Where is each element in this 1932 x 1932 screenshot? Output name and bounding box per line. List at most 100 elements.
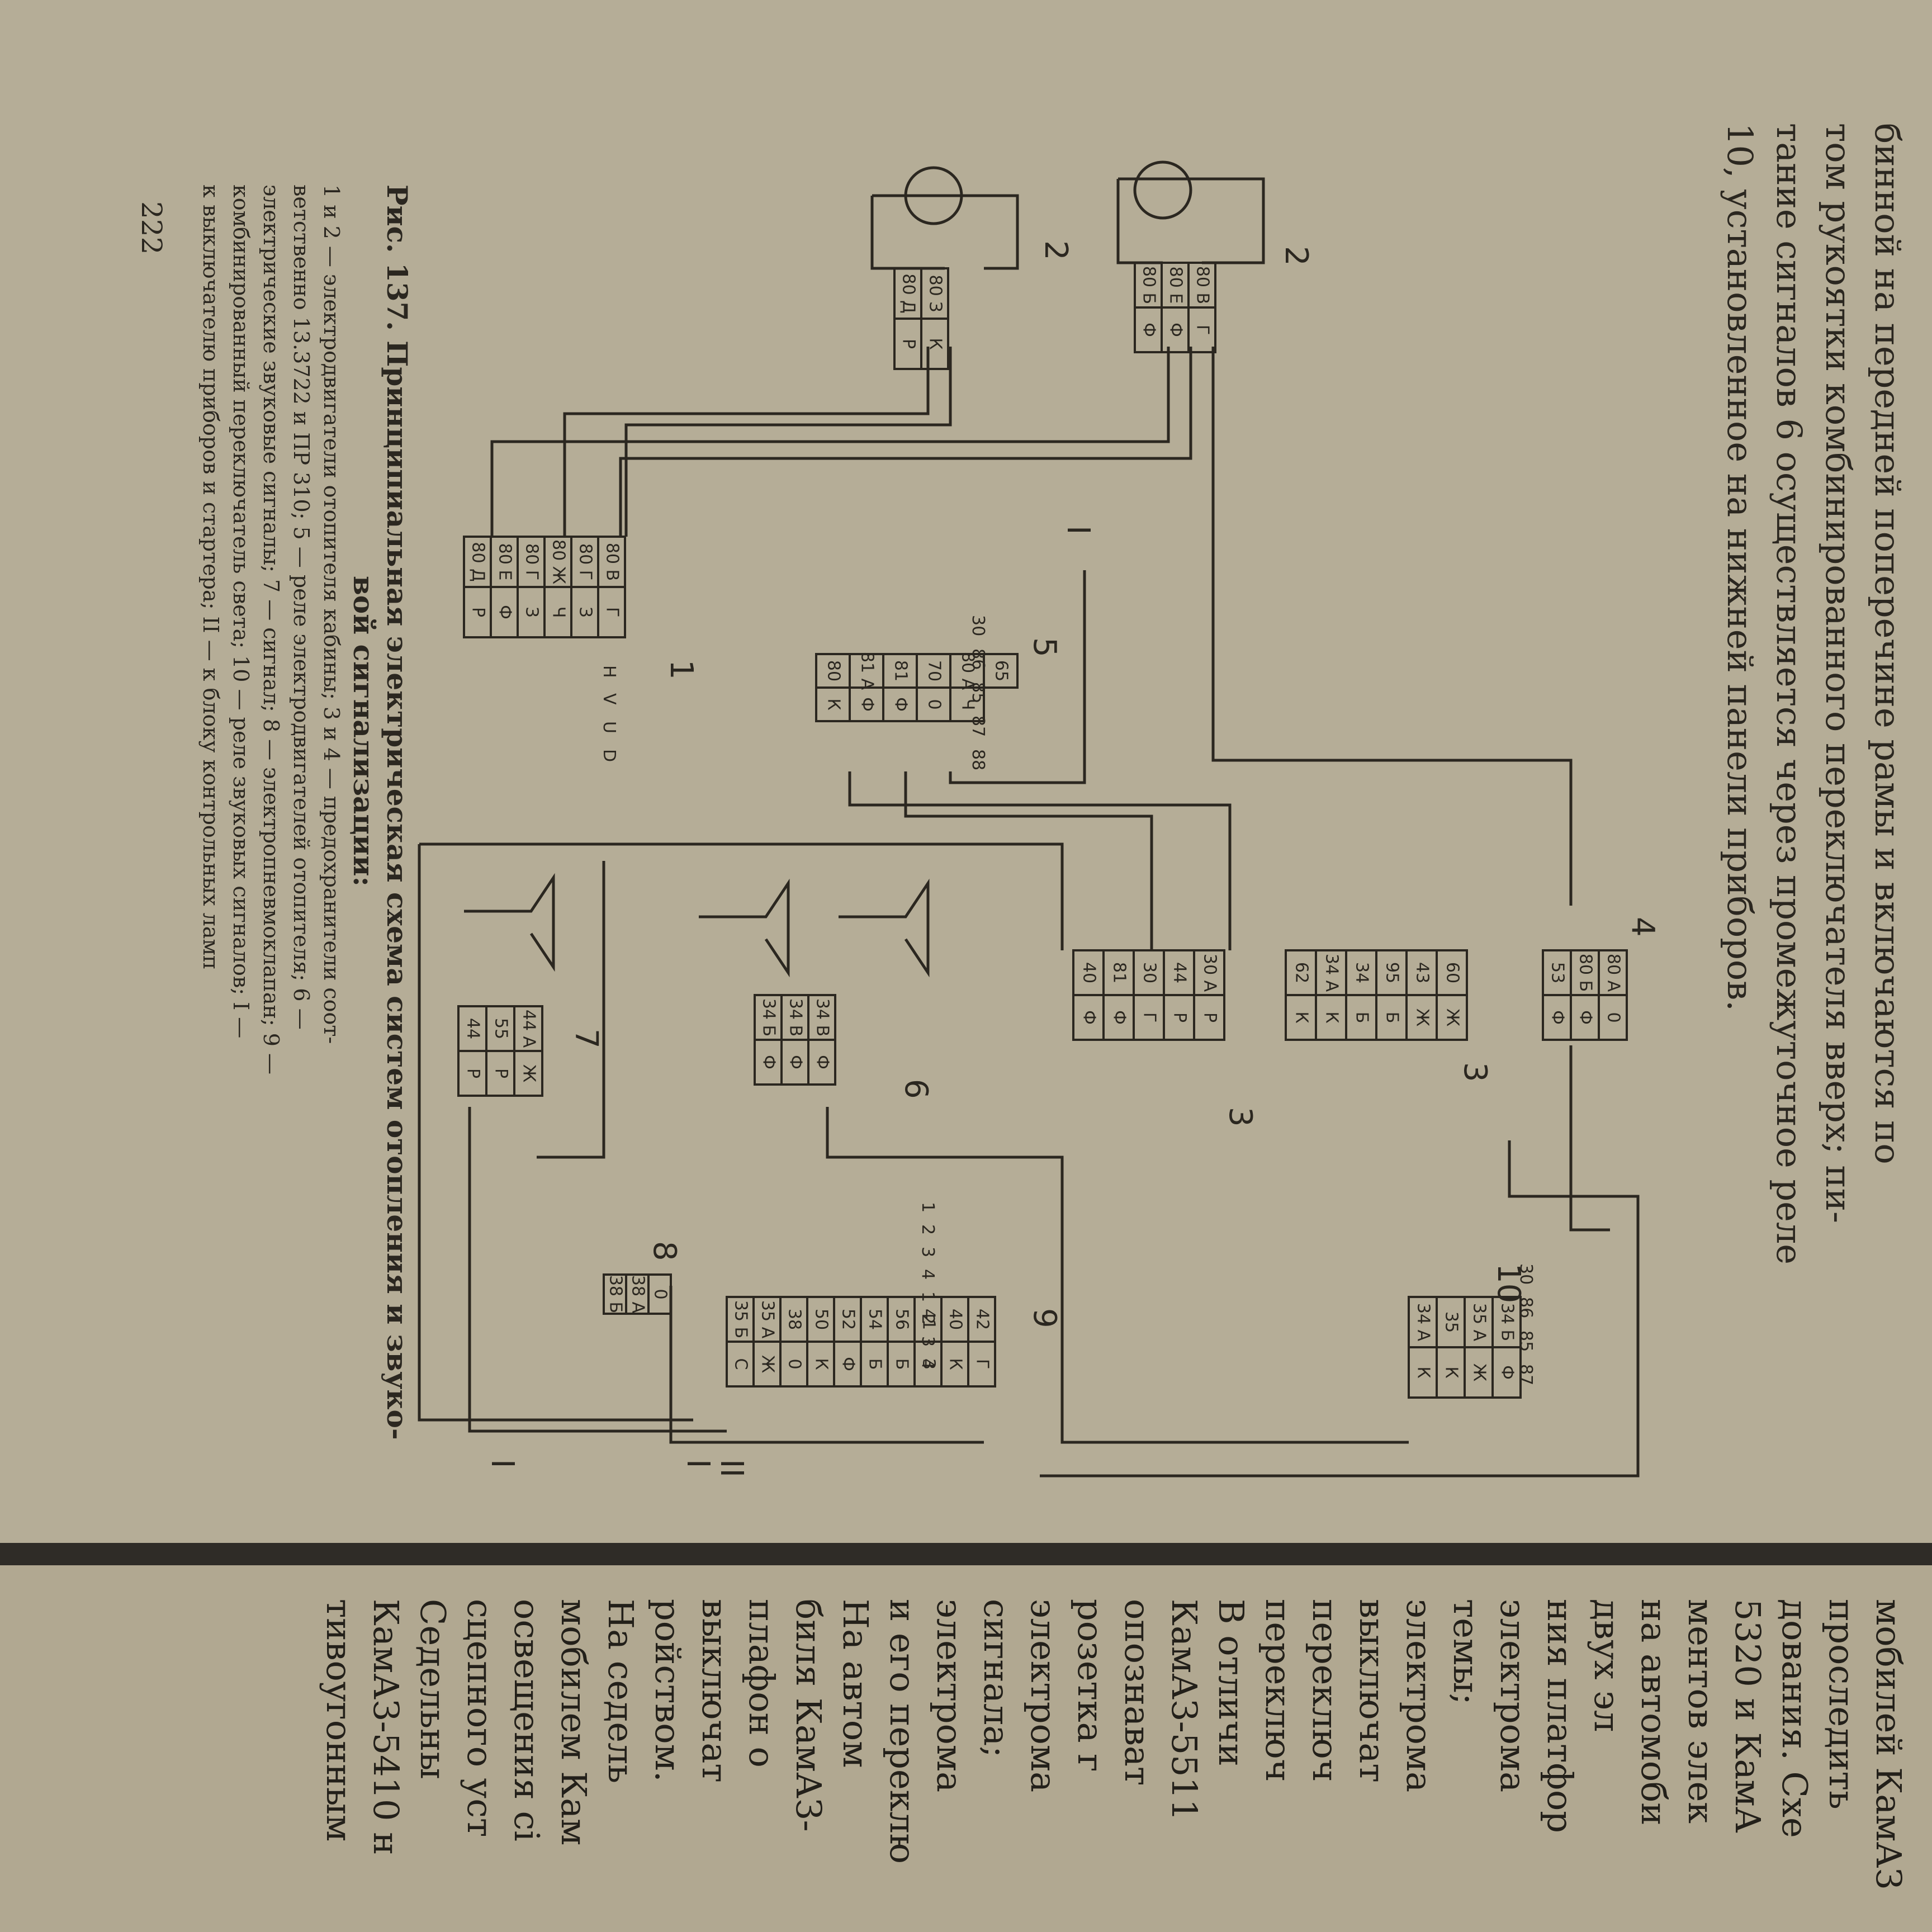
block-fuse4-label: Ф [1576,1010,1595,1025]
component-label: 10 [1490,1263,1527,1303]
block-signal7-label: 44 [463,1018,483,1039]
block-1-label: 80 Д [468,542,488,581]
block-horns6-label: 34 В [813,998,832,1036]
block-1-label: З [522,607,542,617]
facing-line: мобилем Кам [553,1599,594,1846]
block-fuse3-upper-label: Б [1352,1012,1372,1024]
switch9-position: 3 [918,1247,937,1257]
facing-line: опознават [1117,1599,1158,1786]
wire [949,570,1086,784]
book-page [0,0,1932,1543]
block-relay5-label: Ф [858,697,877,712]
block-fuse3-upper-label: Б [1382,1012,1402,1024]
facing-line: На автом [835,1599,876,1768]
block-switch9-label: 56 [892,1309,912,1330]
block-motor2-upper-cell [1187,306,1216,353]
block-relay5-label: 0 [925,699,944,709]
facing-page-text: мобилей КамАЗ проследить дования. Схе 53… [315,1599,1912,1890]
block-1-label: 80 Ж [549,539,569,584]
block-relay5-label: 81 А [858,652,877,690]
block-fuse3-lower-label: Р [1200,1012,1220,1022]
block-motor2-lower-label: 80 З [926,275,945,312]
block-1-label: З [576,607,595,617]
facing-line: дования. Схе [1774,1599,1815,1838]
component-label: 5 [1026,637,1063,657]
block-fuse4-label: 80 Б [1576,954,1595,992]
block-switch9-label: 35 А [758,1300,778,1339]
facing-line: Седельны [413,1599,453,1779]
block-motor2-lower-cell [920,318,949,370]
block-fuse3-upper-label: 43 [1413,962,1432,983]
block-switch9-label: К [812,1358,831,1370]
block-signal7-label: 55 [491,1018,511,1039]
block-fuse4-label: 80 А [1604,954,1623,992]
block-fuse3-upper-label: К [1322,1011,1342,1023]
facing-line: На седель [600,1599,641,1784]
facing-line: ройством. [647,1599,688,1782]
block-relay10-label: 34 А [1414,1303,1433,1342]
block-switch9-cell [967,1341,996,1388]
facing-line: электрома [1493,1599,1533,1793]
facing-line: темы; [1446,1599,1486,1705]
block-switch9-label: С [731,1358,751,1370]
facing-line: электрома [929,1599,970,1793]
wire [1040,1140,1640,1478]
switch9-position: 1 [918,1202,937,1213]
wire [619,347,1192,537]
block1-switch-mark: U [599,721,619,733]
block-relay5-label: 81 [891,660,911,681]
component-label: 1 [663,660,699,680]
block-relay5-label: 80 [824,660,844,681]
block-relay10-cell [1491,1346,1522,1399]
block-signal7-cell [513,1050,543,1097]
block-switch9-label: Б [865,1358,885,1370]
facing-line: тивоугонным [319,1599,359,1842]
block-signal7-label: Ж [519,1064,539,1082]
block-horns6-label: Ф [786,1055,806,1069]
block-motor2-upper-label: Ф [1166,323,1186,337]
wire [904,771,1153,950]
facing-line: выключат [1352,1599,1393,1783]
facing-line: 5320 и КамА [1727,1599,1768,1833]
block-relay10-label: 34 Б [1498,1303,1517,1341]
block-motor2-lower-label: К [926,338,945,349]
block1-switch-mark: D [599,749,619,762]
block-switch9-label: 41 [919,1309,939,1330]
relay5-pin: 86 [968,648,988,670]
block-fuse3-lower-cell [1193,994,1225,1041]
wire [1211,347,1573,906]
component-label: 6 [898,1079,934,1099]
facing-line: электрома [1399,1599,1439,1793]
block-switch9-label: 35 Б [731,1300,751,1338]
block-switch9-label: 38 [785,1309,804,1330]
block-fuse3-lower-label: 81 [1110,962,1129,983]
component-label: 8 [646,1241,683,1261]
block-fuse4-label: Ф [1548,1010,1568,1025]
block-motor2-upper-label: 80 В [1193,266,1213,304]
block-switch9-label: 50 [812,1309,831,1330]
wire [418,844,693,1422]
wire [537,861,605,1159]
block-switch9-label: Ж [758,1355,778,1373]
switch9-position: 1 [918,1291,937,1302]
block-relay10-label: Ф [1498,1365,1517,1380]
horn-symbol [464,873,555,972]
wire [848,771,1232,950]
block-motor2-upper-label: 80 Е [1166,267,1186,304]
block-fuse3-lower-label: 44 [1170,962,1190,983]
block1-switch-mark: V [599,693,619,705]
block-1-label: Г [603,607,622,617]
facing-line: ния платфор [1540,1599,1580,1833]
block-switch9-label: 40 [946,1309,965,1330]
block-valve8-label: 38 А [628,1275,648,1314]
roman-label: I [680,1459,716,1469]
block-motor2-upper-label: Ф [1139,323,1159,337]
roman-label: I [1060,525,1096,535]
